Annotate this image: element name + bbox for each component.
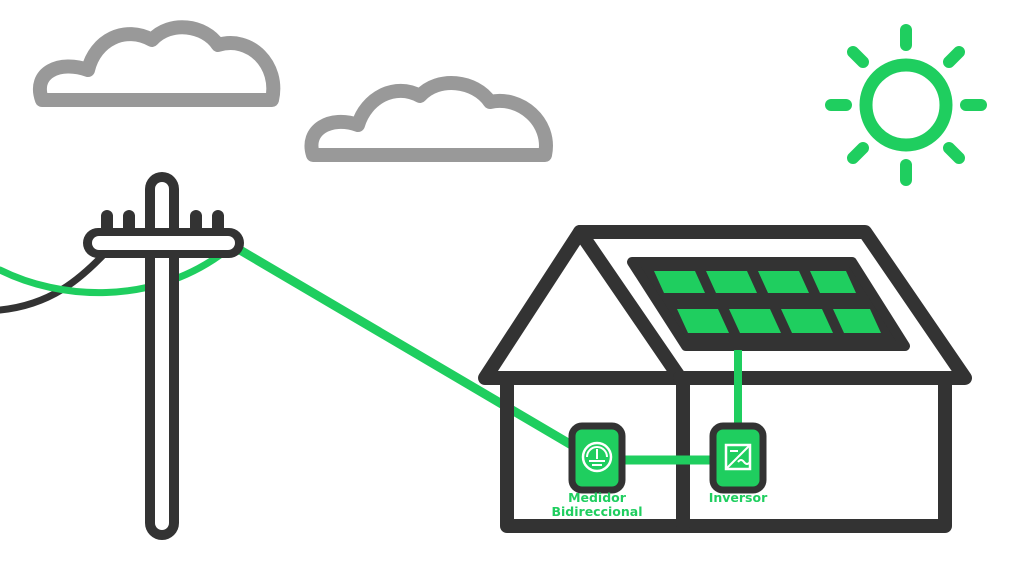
meter-label-line2: Bidireccional	[552, 504, 643, 519]
bidirectional-meter-icon	[568, 422, 626, 494]
meter-label-line1: Medidor	[568, 490, 627, 505]
utility-pole-icon	[83, 172, 244, 540]
cloud-icon	[33, 20, 281, 107]
sun-icon	[825, 24, 987, 186]
inverter-label: Inversor	[709, 490, 768, 505]
grid-wire-green	[0, 251, 224, 297]
inverter-icon	[709, 422, 767, 494]
house-icon	[478, 225, 972, 533]
cloud-icon	[304, 76, 553, 162]
solar-panel-icon	[627, 257, 910, 351]
